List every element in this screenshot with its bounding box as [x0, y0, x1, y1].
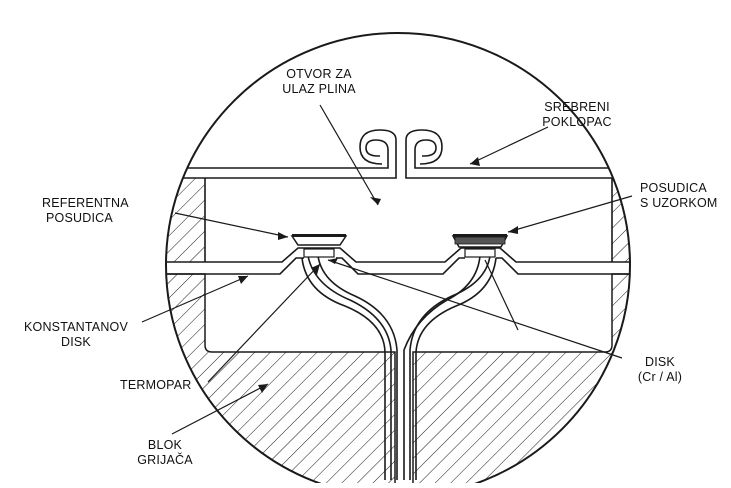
thermocouple-wire-1	[307, 255, 392, 480]
label-reference-pan-line1: REFERENTNA	[42, 196, 129, 210]
label-sample-pan-line1: POSUDICA	[640, 181, 707, 195]
leader-sample-pan	[507, 195, 633, 233]
label-constantan-disk: KONSTANTANOV DISK	[6, 320, 146, 350]
leader-constantan-disk	[141, 275, 249, 323]
label-reference-pan-line2: POSUDICA	[46, 211, 113, 225]
lid-knob-right	[414, 139, 437, 158]
leader-heating-block	[171, 383, 269, 435]
lid-knob-left-outer	[359, 129, 397, 165]
constantan-disk-bottom	[166, 257, 630, 275]
leader-disk-right	[484, 259, 519, 331]
label-silver-lid-line2: POKLOPAC	[542, 115, 612, 129]
label-gas-inlet-line1: OTVOR ZA	[286, 67, 352, 81]
label-chromel-alumel-disk-line1: DISK	[645, 355, 675, 369]
leader-reference-pan	[174, 212, 289, 238]
label-sample-pan-line2: S UZORKOM	[640, 196, 718, 210]
chromel-disk-left	[303, 248, 335, 258]
silver-lid-left	[166, 158, 397, 179]
leader-thermocouple	[207, 263, 321, 383]
label-thermocouple: TERMOPAR	[120, 378, 192, 392]
label-silver-lid-line1: SREBRENI	[544, 100, 610, 114]
lid-knob-left	[365, 139, 389, 158]
thermocouple-wire-2	[317, 255, 398, 480]
label-constantan-disk-line1: KONSTANTANOV	[23, 320, 129, 334]
lid-knob-right-outer	[405, 129, 443, 165]
label-heating-block-line2: GRIJAČA	[137, 453, 193, 467]
reference-pan	[290, 234, 348, 246]
label-reference-pan: REFERENTNA POSUDICA	[42, 196, 129, 226]
silver-lid-right	[405, 158, 630, 179]
label-constantan-disk-line2: DISK	[61, 335, 91, 349]
cell-outline-circle	[165, 32, 631, 488]
leader-silver-lid	[469, 126, 549, 165]
label-heating-block: BLOK GRIJAČA	[120, 438, 210, 468]
constantan-disk-top	[166, 247, 630, 263]
label-chromel-alumel-disk: DISK (Cr / Al)	[615, 355, 705, 385]
label-gas-inlet: OTVOR ZA ULAZ PLINA	[254, 67, 384, 97]
label-silver-lid: SREBRENI POKLOPAC	[532, 100, 622, 130]
label-sample-pan: POSUDICA S UZORKOM	[640, 181, 718, 211]
sample-pan	[451, 234, 509, 248]
leader-gas-inlet	[319, 104, 379, 206]
leader-disk-left	[327, 259, 623, 359]
thermocouple-wire-3	[409, 255, 491, 480]
chromel-disk-right	[464, 248, 496, 258]
label-heating-block-line1: BLOK	[147, 438, 183, 452]
label-gas-inlet-line2: ULAZ PLINA	[282, 82, 356, 96]
label-chromel-alumel-disk-line2: (Cr / Al)	[637, 370, 683, 384]
